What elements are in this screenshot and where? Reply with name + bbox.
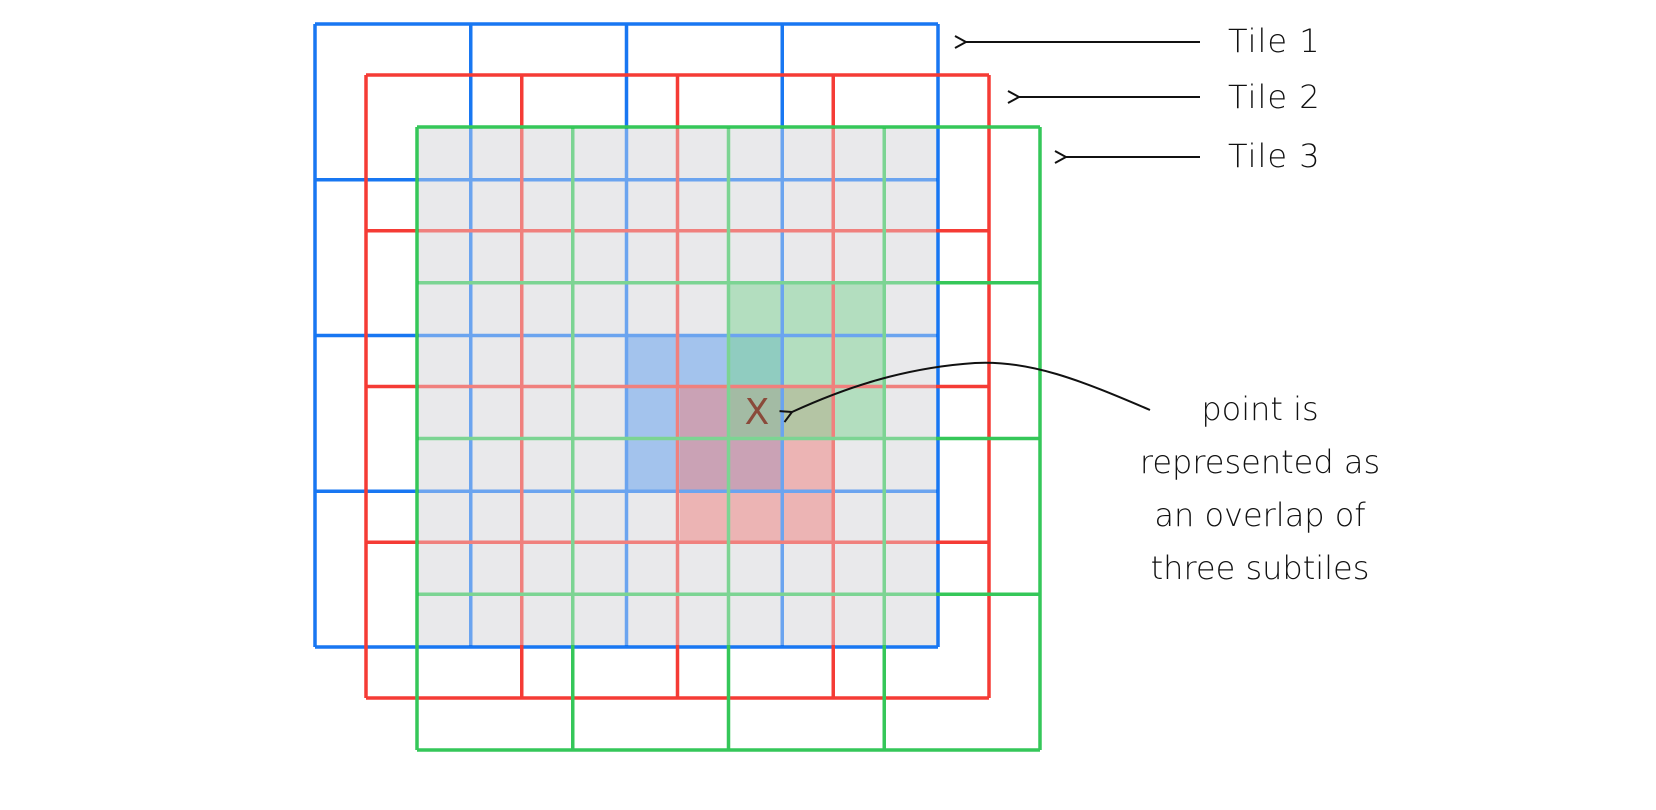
annotation-text: point is represented as an overlap of th… [1100, 383, 1420, 595]
point-marker: X [745, 392, 770, 433]
tile-3-label: Tile 3 [1228, 137, 1321, 175]
annotation-line-3: an overlap of [1154, 496, 1366, 534]
annotation-line-1: point is [1201, 390, 1319, 428]
point-arrow [792, 361, 1151, 412]
tile-1-label: Tile 1 [1228, 22, 1321, 60]
tile-2-label: Tile 2 [1228, 78, 1321, 116]
annotation-line-4: three subtiles [1150, 549, 1370, 587]
annotation-line-2: represented as [1139, 443, 1381, 481]
overlap-tint [419, 129, 936, 645]
tile-3-subtile [730, 282, 885, 437]
